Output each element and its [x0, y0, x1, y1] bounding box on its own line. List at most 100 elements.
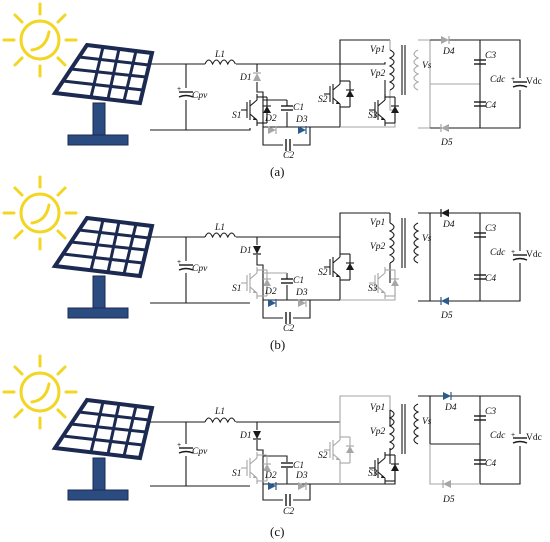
- capacitor-symbol: [280, 462, 294, 468]
- label-S2: S2: [318, 451, 328, 461]
- sun-icon: [2, 2, 78, 78]
- label-D3: D3: [295, 115, 308, 125]
- igbt-symbol: [368, 451, 400, 485]
- label-Vp2: Vp2: [370, 427, 386, 437]
- label-Cpv: Cpv: [192, 264, 208, 274]
- diode-symbol: [440, 296, 450, 306]
- label-D2: D2: [264, 287, 277, 297]
- label-D5: D5: [440, 311, 453, 321]
- diode-symbol: [297, 481, 307, 491]
- panel-caption: (a): [270, 164, 284, 179]
- label-S1: S1: [232, 469, 242, 479]
- igbt-symbol: [368, 93, 400, 127]
- igbt-symbol: [323, 250, 355, 284]
- label-C3: C3: [485, 51, 496, 61]
- circuit-panel-a: L1 Cpv D1 S1 C1 D2 D3 C2 S2 S3 Vp1 Vp2 V…: [2, 2, 542, 179]
- label-S2: S2: [318, 268, 328, 278]
- sun-icon: [2, 175, 78, 251]
- circuit-panel-c: L1 Cpv D1 S1 C1 D2 D3 C2 S2 S3 Vp1 Vp2 V…: [2, 354, 542, 539]
- label-D1: D1: [239, 73, 252, 83]
- label-L1: L1: [214, 223, 225, 233]
- inductor-symbol: [204, 59, 236, 66]
- label-L1: L1: [214, 407, 225, 417]
- capacitor-symbol: [176, 85, 194, 98]
- circuit-wires-active: [150, 39, 390, 146]
- sun-icon: [2, 354, 78, 430]
- label-C1: C1: [293, 103, 304, 113]
- label-Vp2: Vp2: [370, 242, 386, 252]
- solar-panel-icon: [53, 43, 154, 147]
- label-D3: D3: [295, 288, 308, 298]
- circuit-panel-b: L1 Cpv D1 S1 C1 D2 D3 C2 S2 S3 Vp1 Vp2 V…: [2, 175, 542, 352]
- inductor-symbol: [204, 417, 236, 424]
- label-C3: C3: [485, 407, 496, 417]
- capacitor-symbol: [280, 105, 294, 111]
- label-Vs: Vs: [422, 61, 432, 71]
- label-Cdc: Cdc: [490, 75, 506, 85]
- panel-caption: (b): [270, 337, 285, 352]
- capacitor-symbol: [510, 431, 528, 444]
- label-C3: C3: [485, 224, 496, 234]
- label-C2: C2: [283, 507, 294, 517]
- diode-symbol: [252, 72, 262, 82]
- circuit-wires-inactive: [340, 39, 480, 129]
- label-D5: D5: [440, 138, 453, 148]
- circuit-wires-inactive: [339, 395, 480, 485]
- diode-symbol: [252, 245, 262, 255]
- capacitor-symbol: [280, 278, 294, 284]
- capacitor-symbol: [285, 138, 291, 152]
- label-D1: D1: [239, 431, 252, 441]
- transformer-symbol: [388, 49, 395, 91]
- label-C2: C2: [283, 324, 294, 334]
- diode-symbol: [440, 35, 450, 45]
- igbt-symbol: [323, 433, 355, 467]
- label-S1: S1: [232, 284, 242, 294]
- label-L1: L1: [214, 50, 225, 60]
- label-Cpv: Cpv: [192, 447, 208, 457]
- label-D4: D4: [444, 403, 457, 413]
- diode-symbol: [252, 430, 262, 440]
- label-C2: C2: [283, 151, 294, 161]
- label-D4: D4: [442, 47, 455, 57]
- igbt-symbol: [368, 266, 400, 300]
- label-Vdc: Vdc: [526, 250, 542, 260]
- label-Cpv: Cpv: [192, 91, 208, 101]
- capacitor-symbol: [176, 258, 194, 271]
- label-S2: S2: [318, 95, 328, 105]
- label-Cdc: Cdc: [490, 248, 506, 258]
- label-D1: D1: [239, 246, 252, 256]
- transformer-symbol: [388, 222, 395, 264]
- diode-symbol: [440, 208, 450, 218]
- label-C4: C4: [485, 459, 496, 469]
- label-Vdc: Vdc: [526, 77, 542, 87]
- capacitor-symbol: [285, 493, 291, 507]
- label-D2: D2: [264, 114, 277, 124]
- label-C1: C1: [293, 461, 304, 471]
- label-D4: D4: [442, 220, 455, 230]
- capacitor-symbol: [510, 75, 528, 88]
- label-Cdc: Cdc: [490, 431, 506, 441]
- label-Vs: Vs: [422, 417, 432, 427]
- label-Vp1: Vp1: [370, 403, 385, 413]
- capacitor-symbol: [176, 441, 194, 454]
- solar-panel-icon: [53, 216, 154, 320]
- diode-symbol: [440, 123, 450, 133]
- diode-symbol: [442, 391, 452, 401]
- label-S1: S1: [232, 111, 242, 121]
- transformer-symbol: [388, 409, 395, 451]
- capacitor-symbol: [510, 248, 528, 261]
- diode-symbol: [442, 479, 452, 489]
- label-S3: S3: [368, 111, 378, 121]
- label-D3: D3: [295, 471, 308, 481]
- diode-symbol: [267, 481, 277, 491]
- igbt-symbol: [323, 77, 355, 111]
- label-Vs: Vs: [422, 234, 432, 244]
- capacitor-symbol: [285, 311, 291, 325]
- label-D2: D2: [264, 471, 277, 481]
- solar-panel-icon: [53, 398, 154, 502]
- label-D5: D5: [442, 495, 455, 505]
- output-wires: [430, 39, 521, 129]
- panel-caption: (c): [270, 524, 284, 539]
- label-Vp2: Vp2: [370, 69, 386, 79]
